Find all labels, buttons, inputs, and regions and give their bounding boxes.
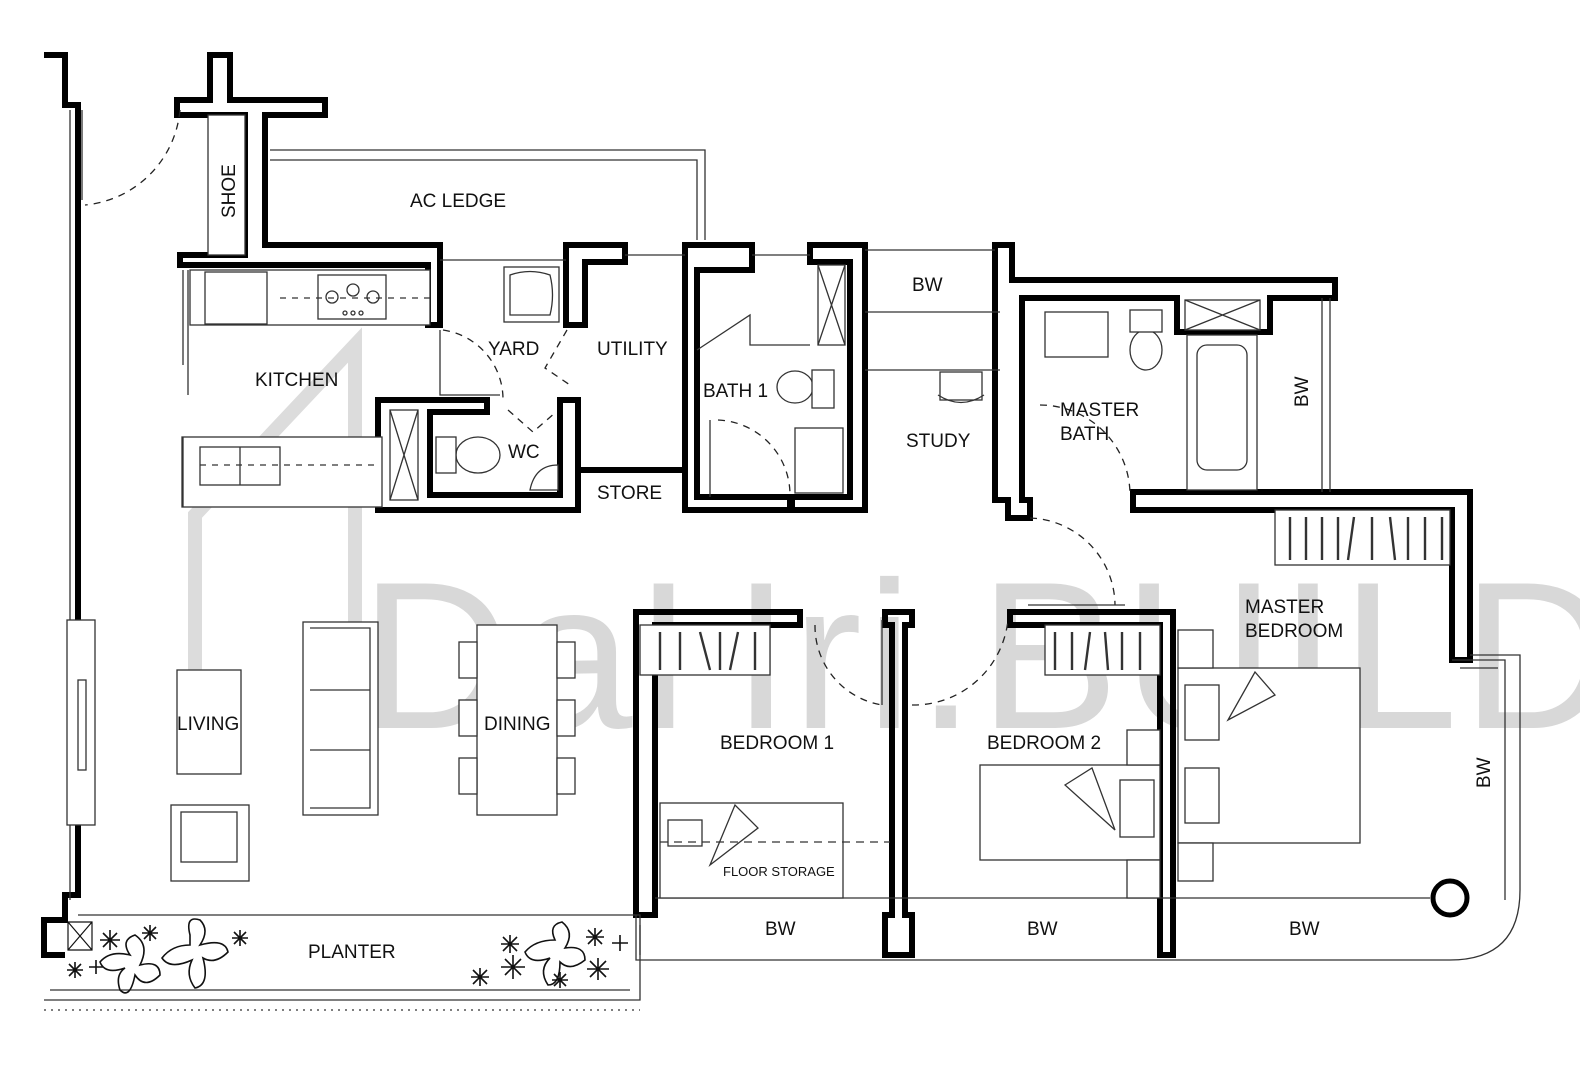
- room-labels: SHOE AC LEDGE KITCHEN YARD UTILITY WC ST…: [177, 164, 1495, 963]
- label-utility: UTILITY: [597, 339, 668, 360]
- label-wc: WC: [508, 442, 540, 463]
- label-shoe: SHOE: [219, 164, 240, 218]
- label-yard: YARD: [488, 339, 539, 360]
- fixtures: [66, 114, 1470, 918]
- label-master-bath-2: BATH: [1060, 424, 1109, 445]
- label-bw-bedroom2: BW: [1027, 919, 1058, 940]
- label-study: STUDY: [906, 431, 971, 452]
- label-master-bath-1: MASTER: [1060, 400, 1139, 421]
- walls: [41, 52, 1473, 958]
- label-bedroom1: BEDROOM 1: [720, 733, 834, 754]
- label-kitchen: KITCHEN: [255, 370, 338, 391]
- wardrobe-hangers: [658, 516, 1444, 671]
- label-master-bedroom-1: MASTER: [1245, 597, 1324, 618]
- label-dining: DINING: [484, 714, 551, 735]
- label-store: STORE: [597, 483, 662, 504]
- doors: [84, 109, 1131, 706]
- label-bedroom2: BEDROOM 2: [987, 733, 1101, 754]
- label-floor-storage: FLOOR STORAGE: [723, 864, 835, 879]
- label-bath1: BATH 1: [703, 381, 768, 402]
- planter-shrubs: [67, 918, 628, 994]
- label-bw-master-bath: BW: [1292, 376, 1313, 407]
- label-ac-ledge: AC LEDGE: [410, 191, 506, 212]
- label-bw-master: BW: [1289, 919, 1320, 940]
- label-bw-bedroom1: BW: [765, 919, 796, 940]
- glazing-lines: [44, 110, 1521, 1011]
- label-planter: PLANTER: [308, 942, 396, 963]
- label-living: LIVING: [177, 714, 239, 735]
- label-bw-right: BW: [1474, 757, 1495, 788]
- label-master-bedroom-2: BEDROOM: [1245, 621, 1343, 642]
- label-bw-top: BW: [912, 275, 943, 296]
